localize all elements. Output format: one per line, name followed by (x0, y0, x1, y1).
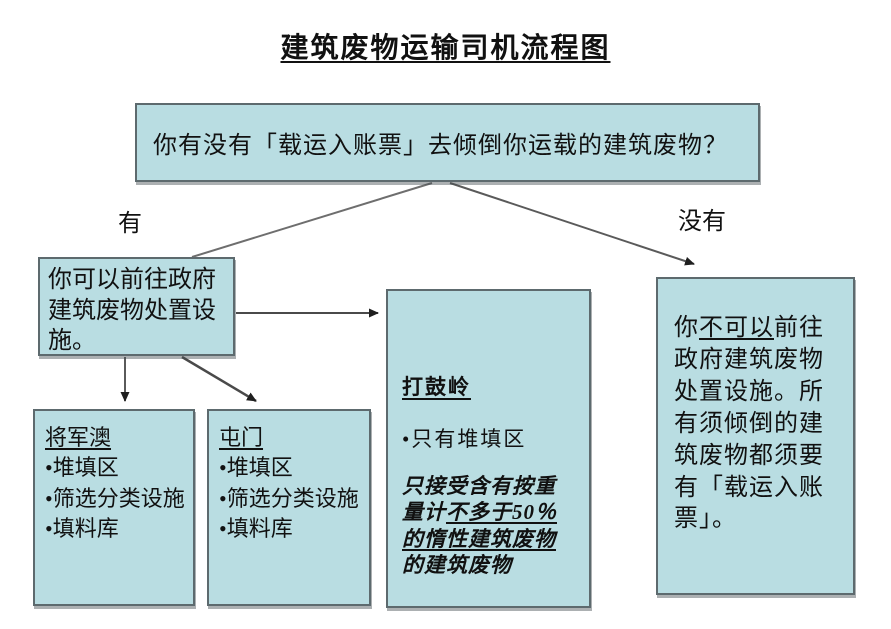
yes-result-text: 你可以前往政府建筑废物处置设施。 (48, 267, 216, 355)
facility-item: 筛选分类设施 (45, 484, 185, 514)
page-title: 建筑废物运输司机流程图 (280, 33, 611, 64)
facility-name-tuen-mun: 屯门 (219, 425, 264, 450)
no-result-prefix: 你 (674, 315, 699, 341)
facility-box-tseung-kwan-o: 将军澳 堆填区 筛选分类设施 填料库 (33, 409, 195, 606)
note-suffix: 的建筑废物 (402, 552, 512, 577)
question-box: 你有没有「载运入账票」去倾倒你运载的建筑废物？ (135, 103, 760, 182)
arrow-to-tuen-mun (181, 355, 257, 403)
facility-item: 只有堆填区 (402, 423, 577, 453)
no-result-box: 你不可以前往政府建筑废物处置设施。所有须倾倒的建筑废物都须要有「载运入账票」。 (656, 277, 855, 595)
facility-box-ta-kwu-ling: 打鼓岭 只有堆填区 只接受含有按重量计不多于50％的惰性建筑废物的建筑废物 (386, 289, 591, 608)
facility-box-tuen-mun: 屯门 堆填区 筛选分类设施 填料库 (207, 409, 371, 606)
no-result-suffix: 前往政府建筑废物处置设施。所有须倾倒的建筑废物都须要有「载运入账票」。 (674, 315, 824, 533)
facility-item: 填料库 (219, 514, 361, 544)
facility-item: 堆填区 (219, 453, 361, 483)
branch-yes-line (191, 182, 433, 258)
question-text: 你有没有「载运入账票」去倾倒你运载的建筑废物？ (153, 133, 728, 159)
note-prefix: 只接受含有按重量计 (402, 474, 556, 525)
branch-no-arrow (449, 182, 695, 266)
branch-label-yes: 有 (118, 211, 142, 237)
facility-item: 筛选分类设施 (219, 484, 361, 514)
yes-result-box: 你可以前往政府建筑废物处置设施。 (38, 257, 235, 356)
facility-item: 堆填区 (45, 453, 185, 483)
branch-label-no: 没有 (678, 209, 726, 235)
ta-kwu-ling-note: 只接受含有按重量计不多于50％的惰性建筑废物的建筑废物 (402, 473, 577, 578)
facility-name-tseung-kwan-o: 将军澳 (45, 425, 112, 450)
facility-name-ta-kwu-ling: 打鼓岭 (402, 375, 471, 399)
note-underlined: 不多于50％的惰性建筑废物 (402, 500, 557, 551)
no-result-underlined: 不可以 (699, 315, 774, 341)
facility-item: 填料库 (45, 514, 185, 544)
